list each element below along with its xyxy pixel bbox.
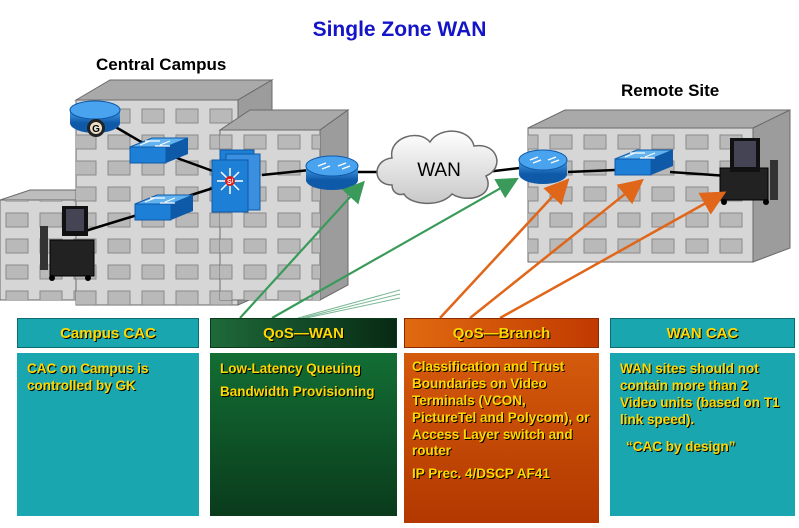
qos-wan-line-bandwidth: Bandwidth Provisioning xyxy=(220,383,375,399)
remote-switch xyxy=(614,149,674,176)
qos-wan-panel: Low-Latency Queuing Bandwidth Provisioni… xyxy=(210,353,397,516)
campus-video-terminal xyxy=(40,206,95,281)
qos-branch-line-marking: IP Prec. 4/DSCP AF41 xyxy=(412,466,550,482)
campus-cac-line: CAC on Campus is controlled by GK xyxy=(27,361,149,393)
qos-wan-line-queuing: Low-Latency Queuing xyxy=(220,361,362,376)
qos-branch-arrow-switch xyxy=(469,178,644,319)
wan-cac-line-limit: WAN sites should not contain more than 2… xyxy=(620,361,780,427)
campus-switch-lower xyxy=(134,194,194,221)
qos-wan-arrows xyxy=(239,177,519,319)
diagram-title: Single Zone WAN xyxy=(312,18,487,41)
campus-switch-upper xyxy=(129,137,189,164)
qos-branch-arrows xyxy=(439,178,727,320)
central-campus-buildings xyxy=(0,79,350,306)
campus-cac-heading: Campus CAC xyxy=(17,318,199,348)
campus-wan-router xyxy=(305,155,359,190)
qos-branch-heading: QoS—Branch xyxy=(404,318,599,348)
qos-branch-arrow-router xyxy=(439,178,570,319)
qos-wan-arrow-remote xyxy=(271,177,519,319)
campus-cac-panel: CAC on Campus is controlled by GK xyxy=(17,353,199,516)
core-multilayer-switch: Sᴵ xyxy=(211,149,261,213)
gatekeeper-router: G xyxy=(69,100,121,137)
wan-cloud: WAN xyxy=(376,130,498,205)
right-building xyxy=(218,109,350,301)
panel-connector-lines xyxy=(297,289,401,319)
remote-site-label: Remote Site xyxy=(621,81,720,100)
qos-branch-arrow-terminal xyxy=(499,191,727,320)
central-campus-label: Central Campus xyxy=(96,55,227,74)
qos-wan-heading: QoS—WAN xyxy=(210,318,397,348)
wan-cac-panel: WAN sites should not contain more than 2… xyxy=(610,353,795,516)
wan-cac-line-quote: “CAC by design” xyxy=(626,438,736,454)
wan-cloud-label: WAN xyxy=(417,160,461,181)
qos-wan-arrow-campus xyxy=(239,180,365,319)
switch-badge: Sᴵ xyxy=(227,179,233,186)
wan-cac-heading: WAN CAC xyxy=(610,318,795,348)
qos-branch-line-classification: Classification and Trust Boundaries on V… xyxy=(412,359,590,459)
qos-branch-panel: Classification and Trust Boundaries on V… xyxy=(404,353,599,523)
remote-router xyxy=(518,149,568,184)
gatekeeper-badge: G xyxy=(92,124,100,135)
remote-video-terminal xyxy=(719,138,778,205)
